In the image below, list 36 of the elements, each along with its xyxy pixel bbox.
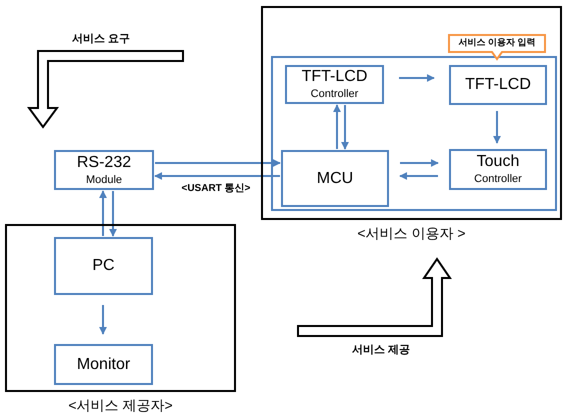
module-title: RS-232 <box>76 154 132 170</box>
arrow <box>400 159 439 167</box>
arrow <box>99 190 107 236</box>
edge-label: <USART 통신> <box>182 184 250 194</box>
arrow <box>493 111 501 144</box>
arrow <box>154 172 280 180</box>
module-box <box>449 65 547 105</box>
system-label: <서비스 제공자> <box>67 398 174 412</box>
module-box <box>54 344 153 385</box>
arrow <box>99 305 107 335</box>
module-subtitle: Module <box>84 174 124 186</box>
callout-text: 서비스 이용자 입력 <box>457 38 536 47</box>
module-box <box>54 237 153 295</box>
module-box <box>285 65 384 104</box>
callout-box <box>448 34 546 61</box>
module-box <box>449 149 547 190</box>
arrow <box>341 105 349 150</box>
arrow <box>109 191 117 237</box>
module-title: Touch <box>476 154 520 170</box>
system-label: <서비스 이용자 > <box>356 226 467 240</box>
arrow-caption: 서비스 제공 <box>352 345 410 356</box>
module-subtitle: Controller <box>473 174 523 185</box>
module-title: PC <box>91 258 116 274</box>
arrow <box>399 172 438 180</box>
module-subtitle: Controller <box>310 89 360 100</box>
arrow <box>399 74 435 82</box>
module-title: MCU <box>316 170 354 186</box>
arrow-caption: 서비스 요구 <box>72 34 130 45</box>
arrow <box>333 104 341 149</box>
module-box <box>281 150 389 207</box>
module-title: TFT-LCD <box>300 69 368 85</box>
arrow <box>155 159 281 167</box>
module-title: Monitor <box>76 356 132 372</box>
module-box <box>54 150 154 190</box>
module-title: TFT-LCD <box>464 77 532 93</box>
module-group-box <box>271 56 557 211</box>
